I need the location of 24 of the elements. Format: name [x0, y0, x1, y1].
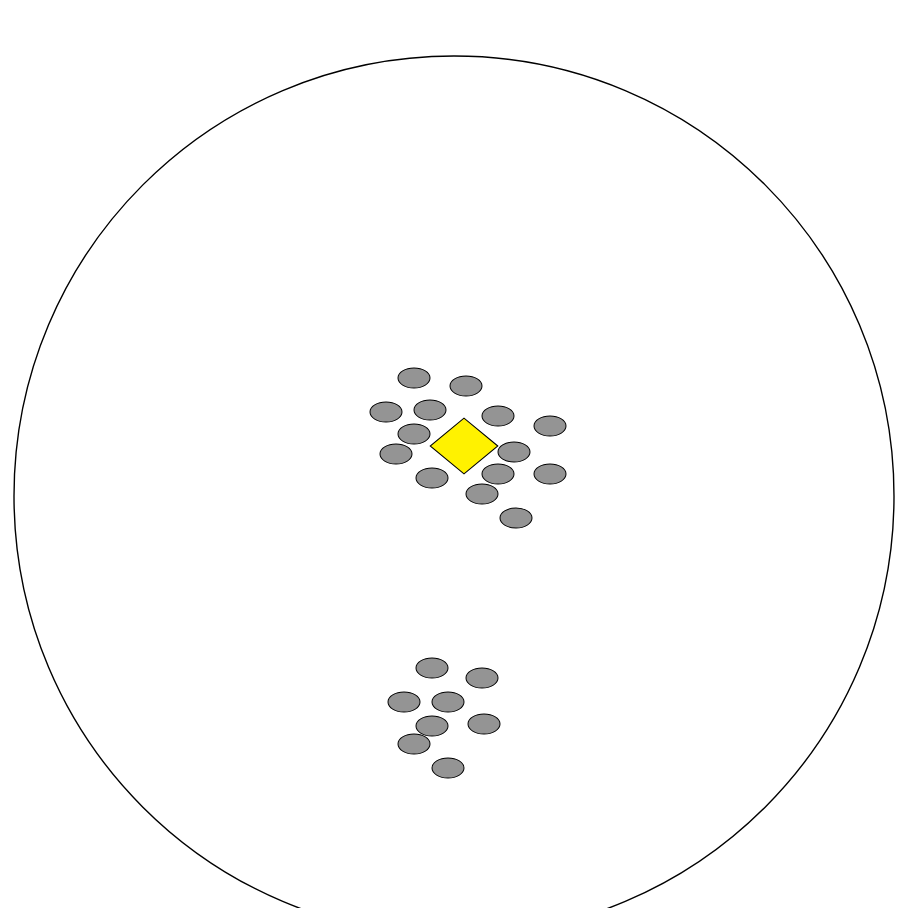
particle	[415, 467, 449, 489]
particle	[397, 423, 431, 445]
particle	[465, 483, 499, 505]
particle	[499, 507, 533, 529]
particle	[449, 375, 483, 397]
particle	[369, 401, 403, 423]
particle	[481, 405, 515, 427]
particle	[431, 691, 465, 713]
particle	[379, 443, 413, 465]
particle	[387, 691, 421, 713]
particle	[467, 713, 501, 735]
particle	[415, 715, 449, 737]
particle	[415, 657, 449, 679]
particle	[465, 667, 499, 689]
diamond-marker	[429, 417, 499, 475]
particle	[397, 733, 431, 755]
particle	[397, 367, 431, 389]
particle	[533, 463, 567, 485]
particle	[413, 399, 447, 421]
circle-outline	[13, 55, 895, 908]
particle	[431, 757, 465, 779]
particle	[533, 415, 567, 437]
particle	[497, 441, 531, 463]
particle	[481, 463, 515, 485]
